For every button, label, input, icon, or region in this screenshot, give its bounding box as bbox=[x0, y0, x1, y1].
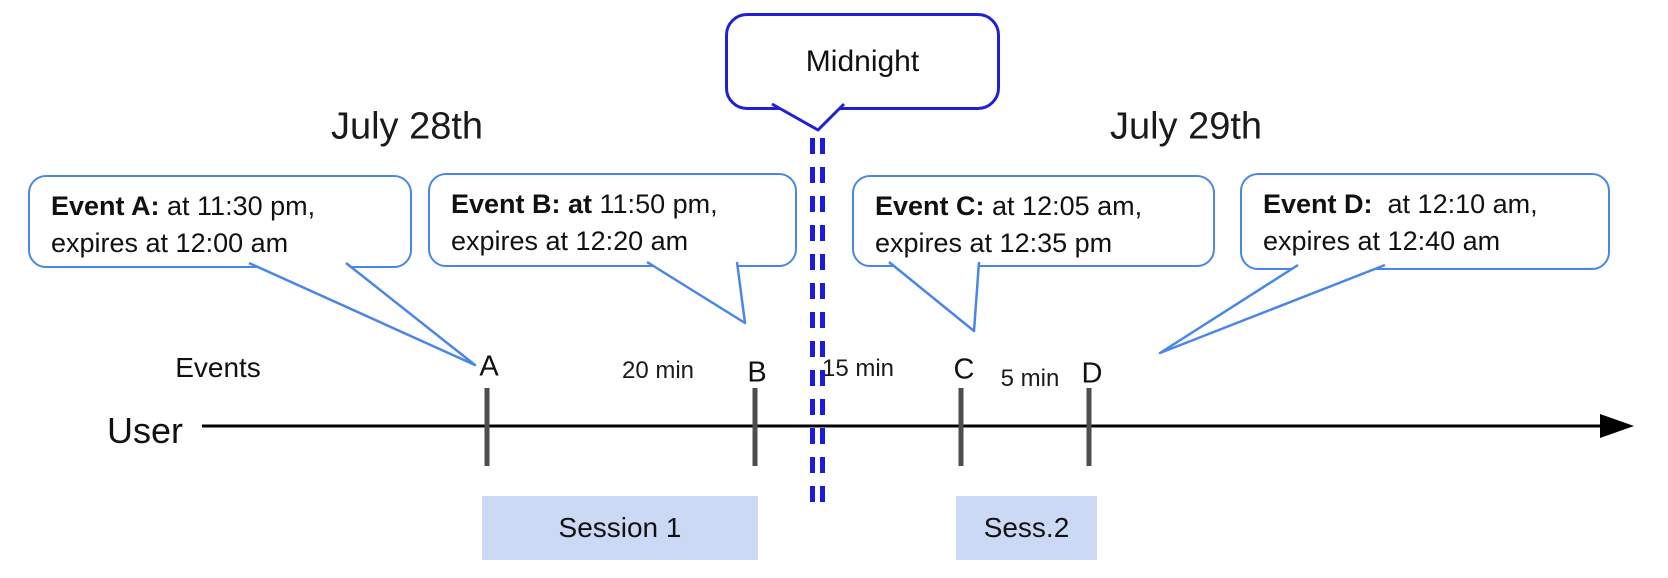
tick-label-a: A bbox=[479, 350, 499, 383]
session-1-box: Session 1 bbox=[482, 496, 758, 560]
midnight-callout: Midnight bbox=[725, 13, 1000, 110]
interval-label-20min: 20 min bbox=[621, 357, 695, 384]
events-row-label: Events bbox=[175, 352, 261, 383]
event-d-callout: Event D: at 12:10 am, expires at 12:40 a… bbox=[1240, 173, 1610, 270]
user-row-label: User bbox=[106, 410, 184, 451]
event-c-callout: Event C: at 12:05 am, expires at 12:35 p… bbox=[852, 175, 1215, 267]
event-a-line1: Event A: at 11:30 pm, bbox=[51, 191, 316, 221]
date-title-july-28: July 28th bbox=[330, 105, 484, 148]
event-b-callout: Event B: at 11:50 pm, expires at 12:20 a… bbox=[428, 173, 797, 267]
event-b-callout-tail bbox=[646, 260, 747, 325]
event-b-line1: Event B: at 11:50 pm, bbox=[451, 189, 718, 219]
session-2-box: Sess.2 bbox=[956, 496, 1097, 560]
event-a-callout: Event A: at 11:30 pm, expires at 12:00 a… bbox=[28, 175, 412, 268]
session-2-label: Sess.2 bbox=[983, 512, 1070, 543]
tick-label-d: D bbox=[1081, 357, 1103, 390]
tick-label-c: C bbox=[953, 353, 975, 386]
session-1-label: Session 1 bbox=[558, 512, 682, 543]
event-d-callout-tail bbox=[1158, 263, 1386, 355]
midnight-label: Midnight bbox=[805, 44, 920, 78]
tick-label-b: B bbox=[747, 356, 767, 389]
event-c-callout-tail bbox=[888, 261, 981, 333]
event-b-line2: expires at 12:20 am bbox=[451, 226, 689, 256]
axis-arrowhead-icon bbox=[1600, 414, 1634, 438]
date-title-july-29: July 29th bbox=[1109, 105, 1263, 148]
interval-label-15min: 15 min bbox=[821, 355, 895, 382]
interval-label-5min: 5 min bbox=[1000, 365, 1060, 392]
event-d-line2: expires at 12:40 am bbox=[1263, 226, 1501, 256]
event-a-line2: expires at 12:00 am bbox=[51, 228, 289, 258]
event-c-line1: Event C: at 12:05 am, bbox=[875, 191, 1143, 221]
event-c-line2: expires at 12:35 pm bbox=[875, 228, 1113, 258]
event-a-callout-tail bbox=[248, 261, 477, 367]
event-d-line1: Event D: at 12:10 am, bbox=[1263, 189, 1538, 219]
